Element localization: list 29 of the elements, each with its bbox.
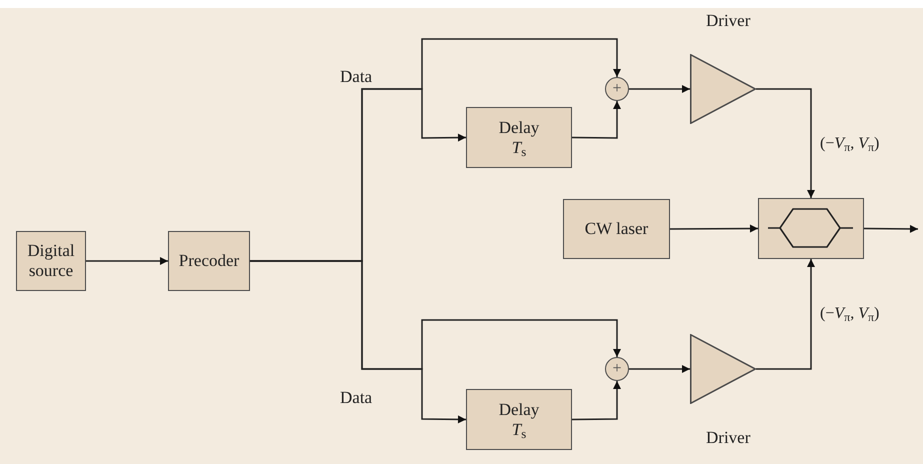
arrow — [250, 260, 466, 424]
amplifier-label: Driver — [706, 426, 750, 448]
process-box — [563, 199, 670, 259]
arrow — [572, 101, 621, 139]
amplifier-triangle — [690, 334, 756, 404]
node-text: T$_{s}$ — [512, 138, 526, 158]
arrow — [572, 381, 621, 420]
node-text: Precoder — [178, 251, 240, 271]
node-text: Delay — [498, 118, 540, 138]
arrow — [629, 85, 690, 93]
node-text: T$_{s}$ — [512, 420, 526, 440]
node-text: Delay — [498, 400, 540, 420]
arrow — [864, 224, 918, 233]
arrow — [629, 365, 690, 373]
process-box — [466, 107, 572, 168]
arrow — [670, 224, 758, 233]
modulator-box — [758, 198, 864, 259]
arrow — [756, 259, 815, 370]
amplifier-triangle — [690, 54, 756, 124]
process-box — [168, 231, 250, 291]
node-text: CW laser — [584, 219, 648, 239]
signal-label: Data — [340, 66, 372, 88]
signal-label: Data — [340, 387, 372, 409]
arrow — [756, 88, 815, 198]
process-box — [16, 231, 86, 291]
arrow — [86, 257, 168, 265]
node-text: Digital source — [26, 241, 76, 281]
amplifier-label: Driver — [706, 10, 750, 32]
process-box — [466, 389, 572, 450]
